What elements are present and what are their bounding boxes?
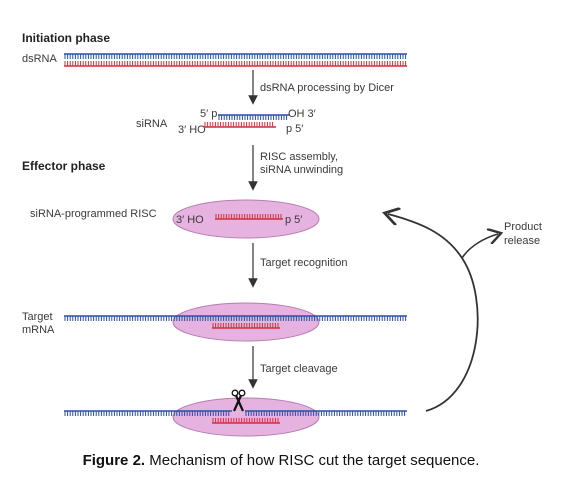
cleaved-mrna-duplex bbox=[64, 410, 407, 424]
risc-guide-strand bbox=[215, 214, 283, 220]
risc-assembly-label-1: RISC assembly, bbox=[260, 151, 338, 163]
figure-caption: Figure 2. Mechanism of how RISC cut the … bbox=[0, 452, 562, 469]
sirna-oh3-label: OH 3′ bbox=[288, 108, 316, 120]
caption-text: Mechanism of how RISC cut the target seq… bbox=[145, 452, 480, 469]
target-guide-strand bbox=[212, 323, 280, 329]
figure-number: Figure 2. bbox=[82, 452, 146, 469]
risc-3ho-label: 3′ HO bbox=[176, 214, 204, 226]
risc-complex-2 bbox=[172, 302, 320, 342]
target-label: Target bbox=[22, 311, 53, 323]
initiation-phase-heading: Initiation phase bbox=[22, 31, 110, 45]
recycle-arrow bbox=[388, 214, 479, 412]
effector-phase-heading: Effector phase bbox=[22, 159, 106, 173]
release-label: release bbox=[504, 235, 540, 247]
dsrna-sense-strand bbox=[64, 53, 407, 59]
risc-assembly-label-2: siRNA unwinding bbox=[260, 164, 343, 176]
dicer-step-label: dsRNA processing by Dicer bbox=[260, 82, 394, 94]
target-recognition-label: Target recognition bbox=[260, 257, 347, 269]
risc-guide-strand-line bbox=[215, 214, 283, 220]
risc-complex-3 bbox=[172, 397, 320, 437]
cleaved-mrna-left bbox=[64, 410, 232, 416]
product-label: Product bbox=[504, 221, 542, 233]
mrna-label: mRNA bbox=[22, 324, 55, 336]
risc-p5-label: p 5′ bbox=[285, 214, 302, 226]
product-release-arrow bbox=[461, 234, 498, 259]
dsrna-label: dsRNA bbox=[22, 53, 58, 65]
sirna-p5-label: p 5′ bbox=[286, 123, 303, 135]
sirna-sense-strand bbox=[218, 114, 290, 120]
target-cleavage-label: Target cleavage bbox=[260, 363, 338, 375]
cleavage-guide-strand bbox=[212, 418, 280, 424]
sirna-3ho-label: 3′ HO bbox=[178, 124, 206, 136]
sirna-5p-label: 5′ p bbox=[200, 108, 217, 120]
sirna-label: siRNA bbox=[136, 118, 168, 130]
scissors-icon bbox=[231, 389, 246, 412]
programmed-risc-label: siRNA-programmed RISC bbox=[30, 208, 157, 220]
dsrna-duplex bbox=[64, 53, 407, 67]
sirna-duplex bbox=[204, 114, 290, 128]
target-mrna-strand bbox=[64, 315, 407, 321]
target-mrna-duplex bbox=[64, 315, 407, 329]
sirna-antisense-strand bbox=[204, 122, 276, 128]
dsrna-antisense-strand bbox=[64, 61, 407, 67]
cleaved-mrna-right bbox=[245, 410, 407, 416]
